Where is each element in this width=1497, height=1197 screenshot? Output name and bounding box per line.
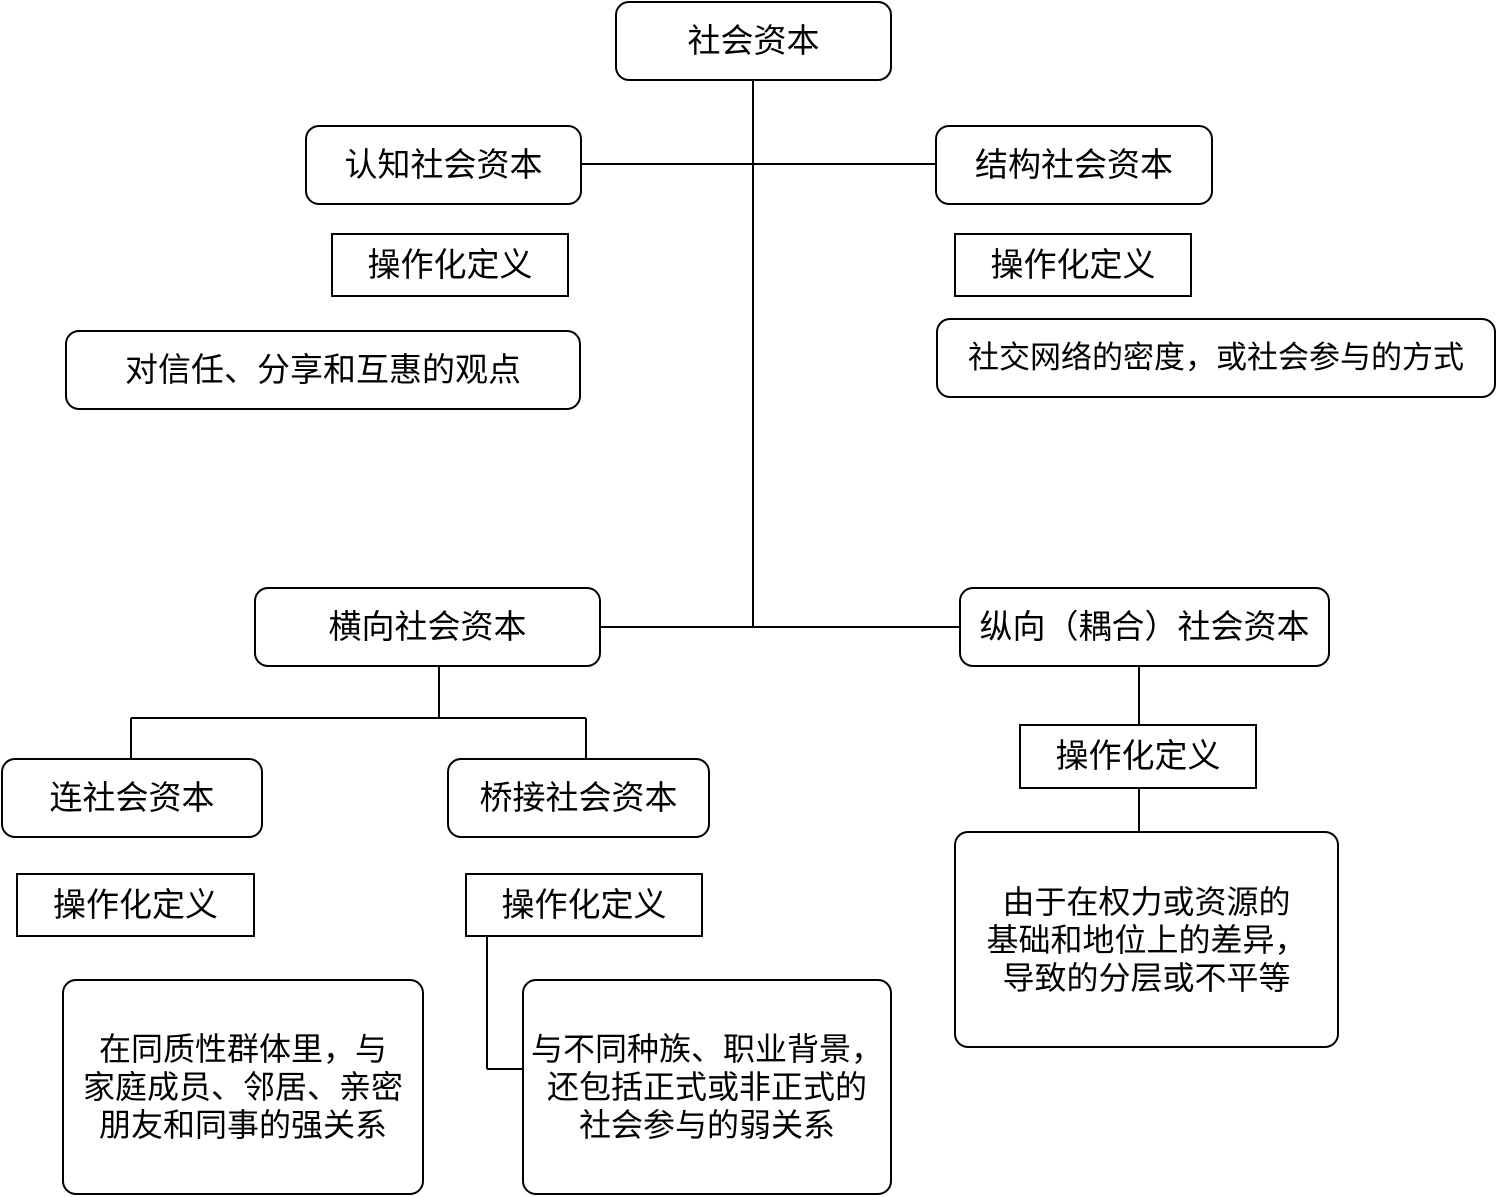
- bonding-node: 连社会资本: [1, 758, 263, 838]
- bonding-label: 连社会资本: [49, 777, 215, 817]
- cognitive-node: 认知社会资本: [305, 125, 582, 205]
- bridging-definition-line-1: 与不同种族、职业背景，: [530, 1030, 883, 1068]
- structural-label: 结构社会资本: [975, 144, 1173, 184]
- bonding-definition-line-1: 在同质性群体里，与: [98, 1030, 387, 1068]
- cognitive-definition-node: 对信任、分享和互惠的观点: [65, 330, 581, 410]
- bonding-definition-line-3: 朋友和同事的强关系: [98, 1106, 387, 1144]
- bonding-definition-node: 在同质性群体里，与 家庭成员、邻居、亲密 朋友和同事的强关系: [62, 979, 424, 1195]
- cognitive-op-node: 操作化定义: [331, 233, 569, 297]
- cognitive-definition: 对信任、分享和互惠的观点: [125, 349, 521, 389]
- horizontal-label: 横向社会资本: [328, 606, 527, 646]
- bridging-op-node: 操作化定义: [465, 873, 703, 937]
- bridging-op-label: 操作化定义: [501, 884, 667, 924]
- bridging-definition-line-3: 社会参与的弱关系: [578, 1106, 835, 1144]
- vertical-label: 纵向（耦合）社会资本: [979, 606, 1310, 646]
- structural-definition: 社交网络的密度，或社会参与的方式: [968, 339, 1464, 376]
- bridging-label: 桥接社会资本: [479, 777, 678, 817]
- structural-node: 结构社会资本: [935, 125, 1213, 205]
- bridging-definition-node: 与不同种族、职业背景， 还包括正式或非正式的 社会参与的弱关系: [522, 979, 892, 1195]
- bridging-definition-line-2: 还包括正式或非正式的: [546, 1068, 867, 1106]
- root-node: 社会资本: [615, 1, 892, 81]
- vertical-definition-line-3: 导致的分层或不平等: [1002, 958, 1291, 997]
- vertical-definition-line-2: 基础和地位上的差异，: [986, 920, 1307, 959]
- bonding-definition-line-2: 家庭成员、邻居、亲密: [82, 1068, 403, 1106]
- vertical-op-node: 操作化定义: [1019, 724, 1257, 789]
- vertical-definition-line-1: 由于在权力或资源的: [1002, 882, 1291, 921]
- bonding-op-node: 操作化定义: [16, 873, 255, 937]
- vertical-definition-node: 由于在权力或资源的 基础和地位上的差异， 导致的分层或不平等: [954, 831, 1339, 1048]
- vertical-node: 纵向（耦合）社会资本: [959, 587, 1330, 667]
- vertical-op-label: 操作化定义: [1055, 736, 1221, 776]
- bonding-op-label: 操作化定义: [53, 884, 218, 924]
- bridging-node: 桥接社会资本: [447, 758, 710, 838]
- horizontal-node: 横向社会资本: [254, 587, 601, 667]
- structural-op-label: 操作化定义: [990, 244, 1156, 284]
- cognitive-op-label: 操作化定义: [367, 244, 533, 284]
- structural-definition-node: 社交网络的密度，或社会参与的方式: [936, 318, 1496, 398]
- root-label: 社会资本: [687, 20, 820, 60]
- structural-op-node: 操作化定义: [954, 233, 1192, 297]
- cognitive-label: 认知社会资本: [344, 144, 543, 184]
